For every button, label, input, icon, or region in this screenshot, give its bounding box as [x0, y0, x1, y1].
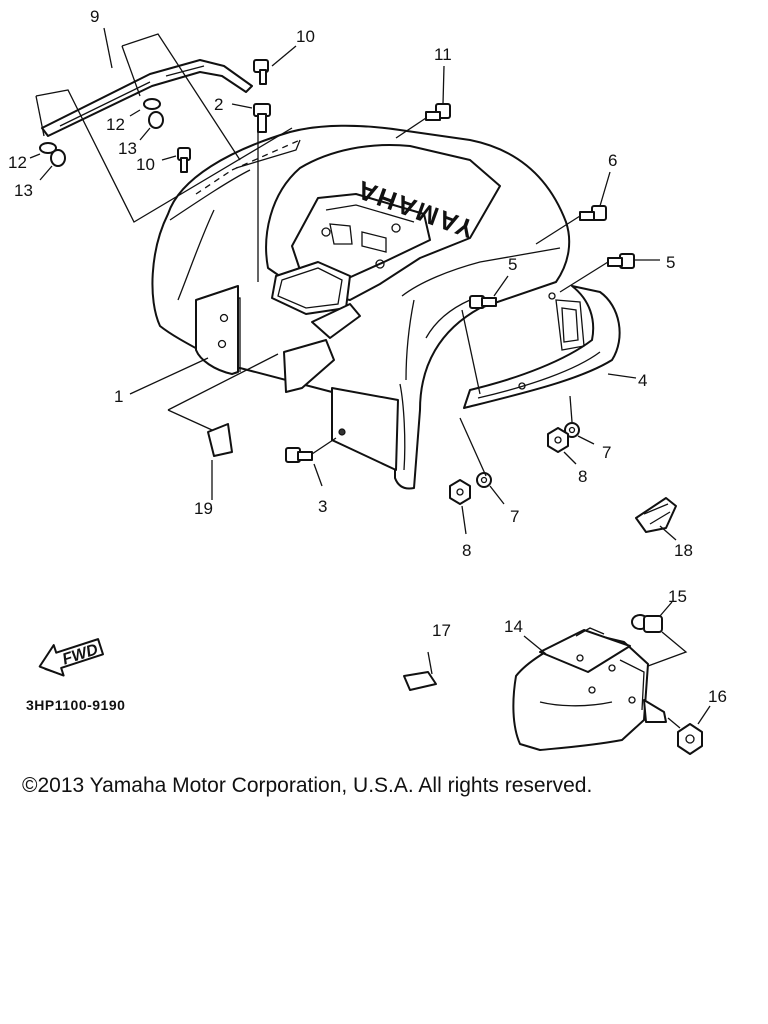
callout-8-left: 8 — [462, 541, 471, 560]
washer-7-right — [564, 395, 595, 445]
bolt-6 — [535, 171, 611, 245]
callout-12-lower: 12 — [8, 153, 27, 172]
callout-15: 15 — [668, 587, 687, 606]
callout-13-lower: 13 — [14, 181, 33, 200]
callout-2: 2 — [214, 95, 223, 114]
callout-13-upper: 13 — [118, 139, 137, 158]
callout-labels: 1 2 3 4 5 5 6 7 7 8 8 9 10 10 11 12 12 1… — [8, 7, 727, 706]
pad-17 — [403, 671, 437, 691]
leader-18 — [659, 525, 677, 541]
bolt-3 — [285, 437, 337, 487]
callout-18: 18 — [674, 541, 693, 560]
bolt-5-center — [461, 275, 509, 395]
rear-fender — [151, 124, 571, 490]
callout-16: 16 — [708, 687, 727, 706]
washer-7-left — [459, 417, 505, 505]
bolt-10-upper — [253, 45, 297, 85]
callout-3: 3 — [318, 497, 327, 516]
callout-5-center: 5 — [508, 255, 517, 274]
plate-19 — [167, 353, 279, 457]
callout-12-upper: 12 — [106, 115, 125, 134]
clamp-18 — [635, 497, 677, 533]
callout-4: 4 — [638, 371, 647, 390]
leader-4 — [607, 373, 637, 379]
copyright-notice: ©2013 Yamaha Motor Corporation, U.S.A. A… — [22, 774, 593, 797]
callout-6: 6 — [608, 151, 617, 170]
leader-17 — [427, 651, 433, 675]
callout-7-left: 7 — [510, 507, 519, 526]
diagram-code: 3HP1100-9190 — [26, 697, 125, 713]
bolt-5-right — [559, 253, 660, 293]
leader-14 — [523, 635, 547, 655]
callout-11: 11 — [434, 45, 452, 64]
callout-9: 9 — [90, 7, 99, 26]
fwd-label: FWD — [60, 641, 100, 669]
fwd-arrow: FWD — [38, 638, 105, 677]
bolt-11 — [395, 65, 451, 139]
nut-8-left — [449, 479, 471, 535]
leader-1 — [129, 357, 209, 395]
grommet-13-upper — [139, 111, 164, 141]
nut-8-right — [547, 427, 577, 465]
callout-14: 14 — [504, 617, 523, 636]
bolt-2 — [231, 103, 271, 282]
bolt-15 — [631, 601, 688, 667]
callout-10-lower: 10 — [136, 155, 155, 174]
upper-rails — [35, 33, 293, 223]
callout-5-right: 5 — [666, 253, 675, 272]
leader-9 — [103, 27, 113, 69]
callout-10-upper: 10 — [296, 27, 315, 46]
callout-7-right: 7 — [602, 443, 611, 462]
grommet-13-lower — [39, 149, 66, 181]
callout-1: 1 — [114, 387, 123, 406]
callout-8-right: 8 — [578, 467, 587, 486]
fasteners — [29, 27, 711, 755]
rear-trim-panel — [463, 285, 621, 409]
box-14 — [512, 627, 667, 751]
nut-16 — [667, 705, 711, 755]
spring-12-lower — [29, 142, 57, 159]
callout-19: 19 — [194, 499, 213, 518]
bolt-10-lower — [161, 147, 191, 173]
callout-17: 17 — [432, 621, 451, 640]
spring-12-upper — [129, 98, 161, 117]
